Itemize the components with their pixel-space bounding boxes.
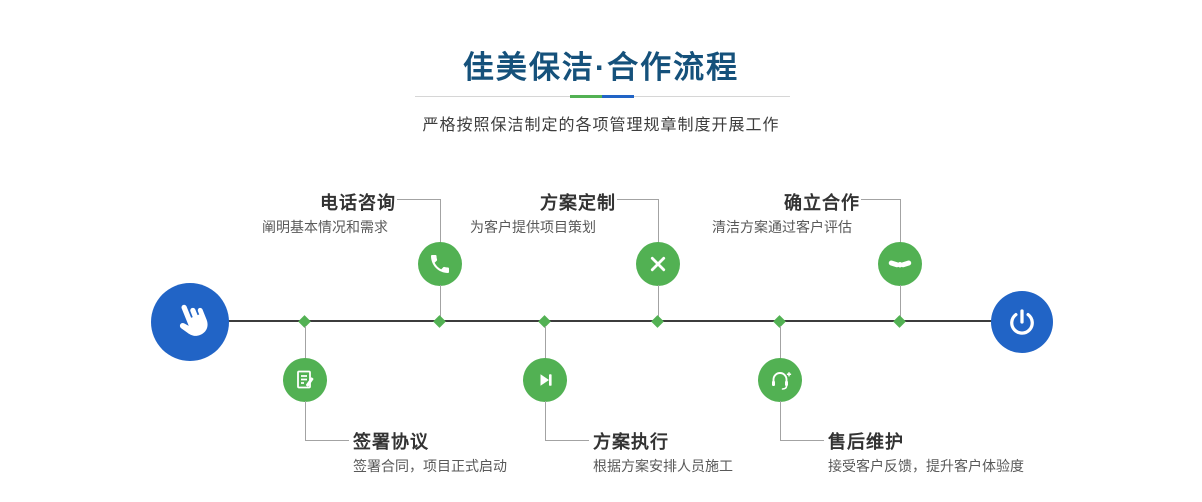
connector (861, 199, 900, 200)
step-desc-after-sales: 接受客户反馈，提升客户体验度 (828, 458, 1024, 474)
timeline-marker (893, 315, 906, 328)
timeline-axis (190, 320, 1025, 322)
step-label-plan-execution: 方案执行 (593, 432, 669, 452)
step-label-cooperation: 确立合作 (784, 193, 860, 213)
step-node-after-sales (758, 358, 802, 402)
step-node-phone-consult (418, 242, 462, 286)
step-node-sign-agreement (283, 358, 327, 402)
step-desc-cooperation: 清洁方案通过客户评估 (712, 219, 852, 235)
step-node-cooperation (878, 242, 922, 286)
connector (780, 326, 781, 359)
connector (780, 440, 824, 441)
page-title: 佳美保洁·合作流程 (462, 50, 740, 85)
headset-icon (772, 372, 792, 390)
step-node-plan-custom (636, 242, 680, 286)
step-node-plan-execution (523, 358, 567, 402)
phone-icon (431, 255, 449, 273)
step-desc-phone-consult: 阐明基本情况和需求 (262, 219, 388, 235)
step-forward-icon (540, 374, 552, 386)
connector (658, 199, 659, 243)
title-divider (415, 95, 790, 98)
connector (545, 326, 546, 359)
connector (440, 285, 441, 322)
step-label-after-sales: 售后维护 (828, 432, 904, 452)
connector (658, 285, 659, 322)
connector (900, 285, 901, 322)
power-icon (1010, 309, 1034, 335)
connector (545, 440, 589, 441)
connector (305, 401, 306, 441)
step-label-plan-custom: 方案定制 (540, 193, 616, 213)
handshake-icon (888, 260, 912, 268)
divider-blue-segment (602, 95, 634, 98)
connector (617, 199, 658, 200)
connector (780, 401, 781, 441)
connector (305, 326, 306, 359)
divider-green-segment (570, 95, 602, 98)
pen-ruler-icon (650, 256, 666, 272)
connector (397, 199, 440, 200)
step-desc-plan-execution: 根据方案安排人员施工 (593, 458, 733, 474)
connector (545, 401, 546, 441)
flow-end-node (991, 291, 1053, 353)
step-label-sign-agreement: 签署协议 (353, 432, 429, 452)
hand-pointer-icon (179, 304, 208, 336)
page-subtitle: 严格按照保洁制定的各项管理规章制度开展工作 (422, 117, 780, 134)
connector (440, 199, 441, 243)
connector (305, 440, 349, 441)
step-label-phone-consult: 电话咨询 (320, 193, 396, 213)
connector (900, 199, 901, 243)
timeline-marker (433, 315, 446, 328)
contract-icon (297, 370, 314, 389)
step-desc-plan-custom: 为客户提供项目策划 (470, 219, 596, 235)
timeline-marker (651, 315, 664, 328)
step-desc-sign-agreement: 签署合同，项目正式启动 (353, 458, 507, 474)
flow-start-node (151, 283, 229, 361)
